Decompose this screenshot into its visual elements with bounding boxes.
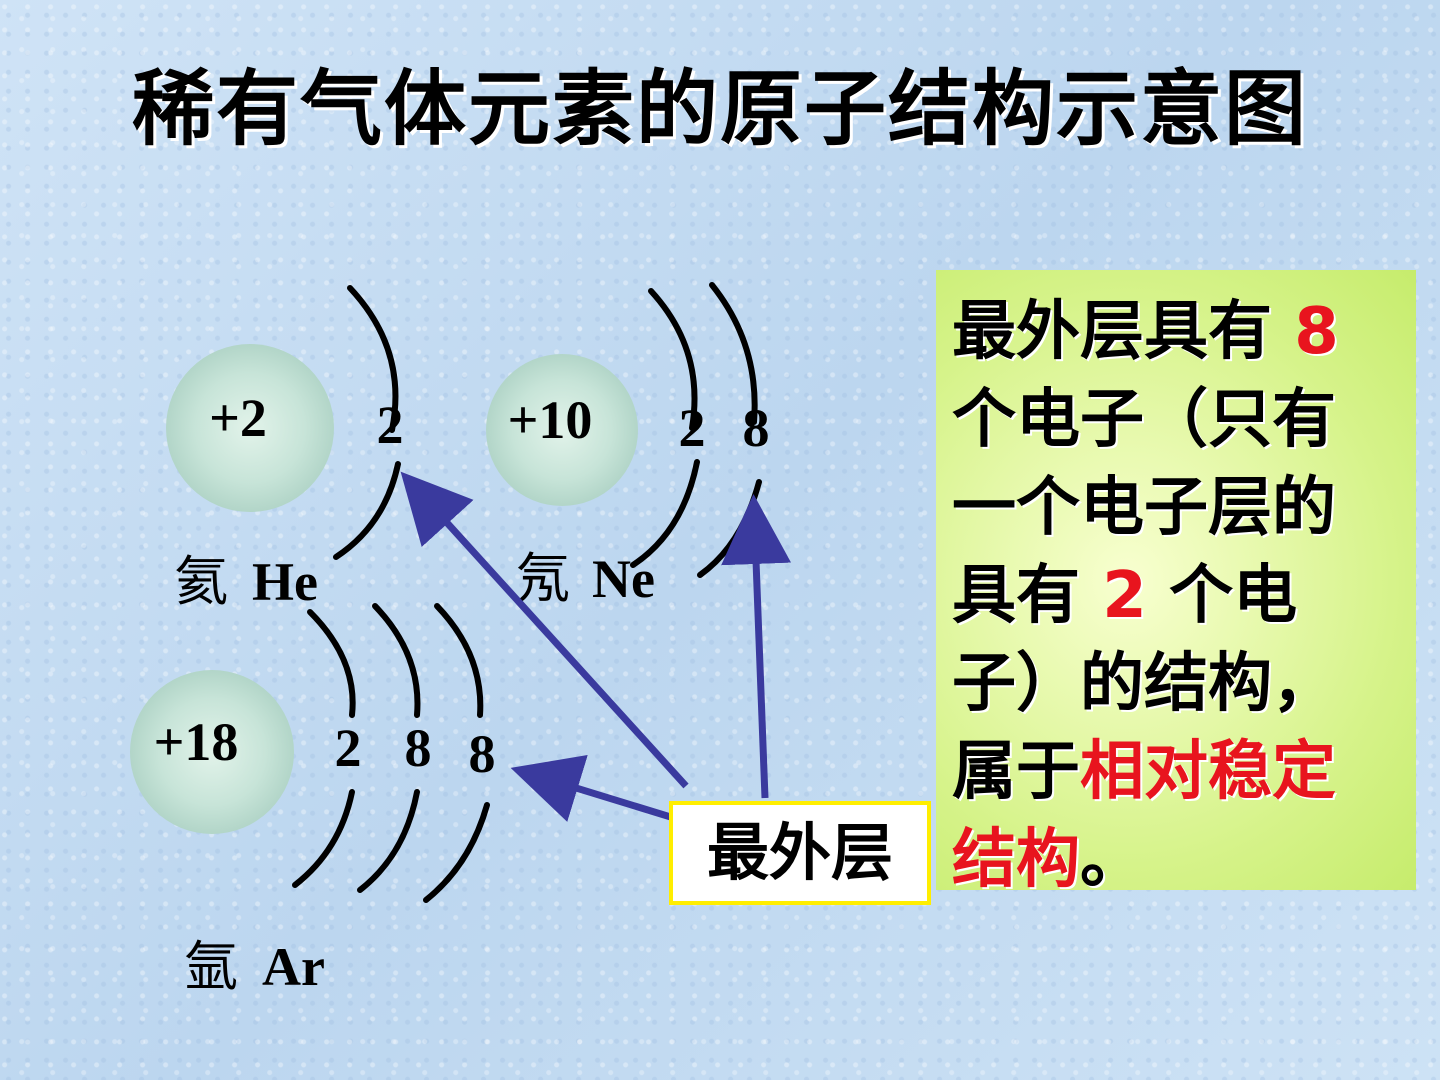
info-line: 具有 2 个电 bbox=[952, 552, 1406, 640]
page-title: 稀有气体元素的原子结构示意图 bbox=[131, 62, 1308, 157]
electron-shell-arc bbox=[372, 603, 421, 718]
info-text: 最外层具有 bbox=[952, 295, 1272, 369]
info-line: 结构。 bbox=[952, 816, 1406, 904]
info-line: 子）的结构， bbox=[952, 647, 1336, 721]
electron-shell-arc bbox=[630, 459, 700, 568]
nucleus-charge-argon: +18 bbox=[154, 712, 239, 772]
electron-shell-arc bbox=[307, 609, 356, 718]
nucleus-charge-neon: +10 bbox=[508, 390, 593, 450]
info-line: 一个电子层的 bbox=[952, 471, 1336, 545]
highlight-structure: 结构 bbox=[952, 823, 1080, 897]
outermost-shell-label: 最外层 bbox=[669, 801, 931, 905]
highlight-number-8: 8 bbox=[1294, 295, 1339, 369]
electron-shell-arc bbox=[292, 789, 355, 888]
atom-argon: +18 2 8 8 氩 Ar bbox=[130, 603, 496, 998]
element-symbol-neon: Ne bbox=[592, 549, 655, 609]
highlight-stable-structure: 相对稳定 bbox=[1080, 735, 1336, 809]
shell-electron-count: 2 bbox=[335, 718, 362, 778]
nucleus-argon bbox=[130, 670, 294, 834]
highlight-number-2: 2 bbox=[1102, 559, 1147, 633]
info-text: 具有 bbox=[952, 559, 1080, 633]
shell-electron-count: 8 bbox=[743, 398, 770, 458]
atom-helium: +2 2 氦 He bbox=[166, 285, 404, 613]
nucleus-neon bbox=[486, 354, 638, 506]
explanation-box: 最外层具有 8 个电子（只有 一个电子层的 具有 2 个电 子）的结构， 属于相… bbox=[936, 270, 1416, 897]
info-line: 属于相对稳定 bbox=[952, 728, 1406, 816]
atom-neon: +10 2 8 氖 Ne bbox=[486, 282, 770, 610]
arrow-to-neon-outer-shell bbox=[721, 494, 792, 799]
element-symbol-argon: Ar bbox=[262, 937, 325, 997]
info-text: 个电 bbox=[1169, 559, 1298, 633]
electron-shell-arc bbox=[697, 479, 762, 578]
shell-electron-count: 2 bbox=[377, 395, 404, 455]
info-line: 最外层具有 8 bbox=[952, 288, 1406, 376]
element-name-neon: 氖 bbox=[516, 547, 570, 610]
shell-electron-count: 8 bbox=[469, 724, 496, 784]
element-name-helium: 氦 bbox=[174, 550, 228, 613]
electron-shell-arc bbox=[709, 282, 758, 425]
shell-electron-count: 8 bbox=[405, 718, 432, 778]
shell-electron-count: 2 bbox=[679, 398, 706, 458]
electron-shell-arc bbox=[434, 603, 484, 718]
arrow-to-helium-outer-shell bbox=[400, 471, 689, 789]
element-name-argon: 氩 bbox=[184, 935, 238, 998]
electron-shell-arc bbox=[347, 285, 399, 433]
electron-shell-arc bbox=[648, 288, 698, 431]
info-line: 个电子（只有 bbox=[952, 383, 1336, 457]
element-symbol-helium: He bbox=[252, 552, 318, 612]
nucleus-charge-helium: +2 bbox=[209, 388, 267, 448]
nucleus-helium bbox=[166, 344, 334, 512]
info-text: 属于 bbox=[952, 735, 1080, 809]
electron-shell-arc bbox=[333, 461, 401, 560]
info-text: 。 bbox=[1080, 823, 1144, 897]
electron-shell-arc bbox=[423, 802, 490, 903]
electron-shell-arc bbox=[357, 789, 420, 893]
